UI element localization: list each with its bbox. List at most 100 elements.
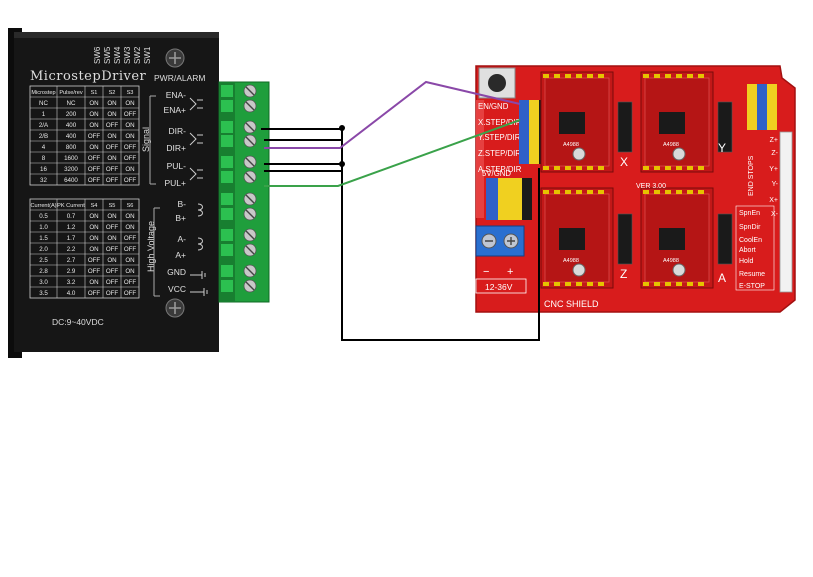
table-cell: ON	[125, 100, 134, 107]
optocoupler-icon	[189, 167, 203, 181]
control-pin-label: E-STOP	[739, 283, 765, 290]
limit-pin-label: X-	[771, 211, 779, 218]
table-cell: ON	[89, 235, 98, 242]
optocoupler-icon	[189, 97, 203, 111]
limit-labels: Z+Z-Y+Y-X+X-	[769, 137, 778, 218]
table-header-cell: S2	[109, 90, 116, 96]
limit-header	[747, 84, 793, 293]
terminal-screw[interactable]	[221, 243, 257, 257]
table-header-cell: Pulse/rev	[59, 90, 83, 96]
table-cell: NC	[39, 100, 48, 107]
table-cell: OFF	[88, 166, 101, 173]
table-cell: 2.5	[39, 257, 48, 264]
terminal-screw[interactable]	[221, 120, 257, 134]
screw-icon	[165, 48, 185, 68]
limit-pin-label: X+	[769, 197, 778, 204]
dip-switch-label: SW3	[123, 46, 132, 64]
limit-pin-label: Y+	[769, 166, 778, 173]
table-header-cell: S3	[127, 90, 134, 96]
table-cell: ON	[107, 111, 116, 118]
table-cell: ON	[125, 166, 134, 173]
pwr-alarm-label: PWR/ALARM	[154, 73, 205, 83]
table-cell: ON	[89, 144, 98, 151]
pin-header	[486, 178, 532, 220]
table-cell: 3.0	[39, 279, 48, 286]
table-cell: OFF	[106, 166, 119, 173]
terminal-screw[interactable]	[221, 207, 257, 221]
table-header-cell: S1	[91, 90, 98, 96]
terminal-screw[interactable]	[221, 84, 257, 98]
control-pin-label: Resume	[739, 271, 765, 278]
wire-purple	[264, 80, 521, 149]
table-cell: ON	[125, 122, 134, 129]
module-chip-label: A4988	[663, 258, 679, 264]
terminal-screw[interactable]	[221, 228, 257, 242]
pin-label: Z.STEP/DIR	[478, 149, 521, 158]
terminal-label: B-	[178, 199, 187, 209]
driver-title: MicrostepDriver	[30, 69, 147, 84]
table-cell: ON	[125, 213, 134, 220]
pin-labels: EN/GNDX.STEP/DIRY.STEP/DIRZ.STEP/DIRA.ST…	[478, 102, 522, 178]
control-pin-label: CoolEn	[739, 237, 762, 244]
table-cell: 1.2	[67, 224, 76, 231]
driver-body	[14, 32, 219, 352]
terminal-label: A+	[175, 250, 186, 260]
table-cell: ON	[89, 224, 98, 231]
limit-pin-label: Y-	[772, 181, 779, 188]
table-cell: OFF	[106, 268, 119, 275]
power-plus-label: +	[507, 266, 513, 278]
table-cell: ON	[89, 122, 98, 129]
table-cell: 800	[66, 144, 77, 151]
table-cell: 0.5	[39, 213, 48, 220]
dip-switch-label: SW6	[93, 46, 102, 64]
terminal-screw[interactable]	[221, 99, 257, 113]
table-cell: OFF	[88, 268, 101, 275]
table-cell: 2/A	[39, 122, 49, 129]
terminal-label: B+	[175, 213, 186, 223]
table-cell: OFF	[106, 122, 119, 129]
terminal-label: DIR+	[166, 143, 186, 153]
module-chip-label: A4988	[663, 142, 679, 148]
terminal-screw[interactable]	[221, 155, 257, 169]
table-cell: NC	[67, 100, 76, 107]
terminal-screw[interactable]	[221, 170, 257, 184]
dip-switch-label: SW2	[133, 46, 142, 64]
table-cell: OFF	[88, 155, 101, 162]
terminal-label: DIR-	[169, 126, 187, 136]
table-header-cell: Current(A)	[30, 203, 56, 209]
module-chip-label: A4988	[563, 258, 579, 264]
table-cell: OFF	[124, 177, 137, 184]
axis-label: A	[718, 271, 726, 285]
terminal-block	[218, 81, 270, 303]
table-cell: 4	[42, 144, 46, 151]
coil-icon	[197, 237, 203, 251]
table-cell: 32	[40, 177, 47, 184]
table-cell: ON	[89, 111, 98, 118]
table-cell: 1.0	[39, 224, 48, 231]
stepper-driver-module: A4988	[640, 187, 714, 289]
table-header-cell: Microstep	[31, 90, 55, 96]
dip-switch-label: SW1	[143, 46, 152, 64]
terminal-label: ENA-	[166, 90, 186, 100]
table-cell: ON	[89, 100, 98, 107]
pin-label: 5V/GND	[482, 169, 511, 178]
table-cell: ON	[89, 213, 98, 220]
table-cell: ON	[125, 268, 134, 275]
stepper-driver-module: A4988	[640, 71, 714, 173]
terminal-screw[interactable]	[221, 134, 257, 148]
table-header-cell: S6	[127, 203, 134, 209]
terminal-screw[interactable]	[221, 279, 257, 293]
dip-switch-label: SW4	[113, 46, 122, 64]
terminal-screw[interactable]	[221, 264, 257, 278]
table-cell: 1600	[64, 155, 78, 162]
table-cell: OFF	[106, 279, 119, 286]
table-cell: 400	[66, 133, 77, 140]
ground-icon	[190, 271, 206, 279]
terminal-label: A-	[178, 234, 187, 244]
reset-button[interactable]	[478, 67, 516, 99]
axis-label: Z	[620, 267, 627, 281]
terminal-screw[interactable]	[221, 192, 257, 206]
